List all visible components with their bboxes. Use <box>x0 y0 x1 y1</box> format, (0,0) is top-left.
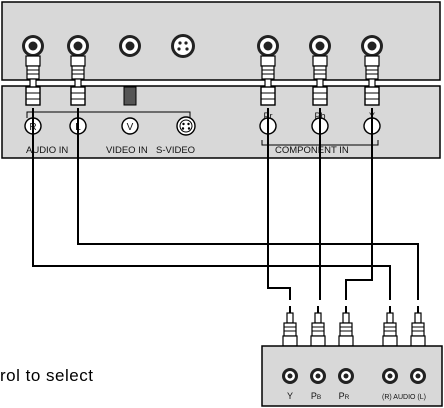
upper-jack-audio-l[interactable] <box>67 35 89 57</box>
source-label-pr-main: P <box>339 391 345 401</box>
source-label-pb-sub: B <box>317 394 321 401</box>
plug-source-pb <box>310 305 326 347</box>
label-s-video: S-VIDEO <box>156 145 195 156</box>
upper-jack-s-video[interactable] <box>171 34 195 58</box>
source-label-y: Y <box>287 391 293 401</box>
source-label-pb-main: P <box>311 391 317 401</box>
source-label-audio: (R) AUDIO (L) <box>382 394 426 401</box>
plug-source-pr <box>338 305 354 347</box>
source-jack-audio-r[interactable] <box>382 368 398 384</box>
panel-jack-audio-l <box>70 86 86 106</box>
label-audio-in: AUDIO IN <box>26 145 68 156</box>
plug-source-audio-l <box>410 305 426 347</box>
source-jack-audio-l[interactable] <box>410 368 426 384</box>
cable-audio-r <box>32 108 391 300</box>
upper-jack-pb[interactable] <box>309 35 331 57</box>
panel-jack-audio-r <box>25 86 41 106</box>
label-component-in: COMPONENT IN <box>275 145 349 156</box>
panel-jack-video-housing <box>123 86 137 106</box>
panel-jack-pb <box>312 86 328 106</box>
source-jack-pb[interactable] <box>310 368 326 384</box>
cable-audio-l <box>77 108 419 300</box>
source-label-pr-sub: R <box>345 394 350 401</box>
source-device: Y PB PR (R) AUDIO (L) <box>261 305 443 407</box>
audio-group-bracket <box>26 111 191 118</box>
source-label-pb: PB <box>311 391 321 401</box>
plug-source-y <box>282 305 298 347</box>
cable-pr <box>267 108 291 300</box>
plug-source-audio-r <box>382 305 398 347</box>
upper-jack-audio-r[interactable] <box>22 35 44 57</box>
label-video-in: VIDEO IN <box>106 145 148 156</box>
port-letter-video: V <box>127 122 134 133</box>
port-symbol-s-video <box>176 116 196 136</box>
upper-jack-pr[interactable] <box>257 35 279 57</box>
source-label-pr: PR <box>339 391 350 401</box>
tv-rear-panel: R L V Pr Pb Y AUDIO IN VIDEO IN S <box>1 1 441 159</box>
source-jack-pr[interactable] <box>338 368 354 384</box>
cable-bundle <box>32 108 419 300</box>
cable-y <box>345 108 373 300</box>
port-symbol-video <box>121 117 139 135</box>
panel-jack-pr <box>260 86 276 106</box>
cropped-caption-text: rol to select <box>0 366 94 385</box>
upper-jack-video[interactable] <box>119 35 141 57</box>
upper-jack-y[interactable] <box>361 35 383 57</box>
panel-jack-y <box>364 86 380 106</box>
source-jack-y[interactable] <box>282 368 298 384</box>
